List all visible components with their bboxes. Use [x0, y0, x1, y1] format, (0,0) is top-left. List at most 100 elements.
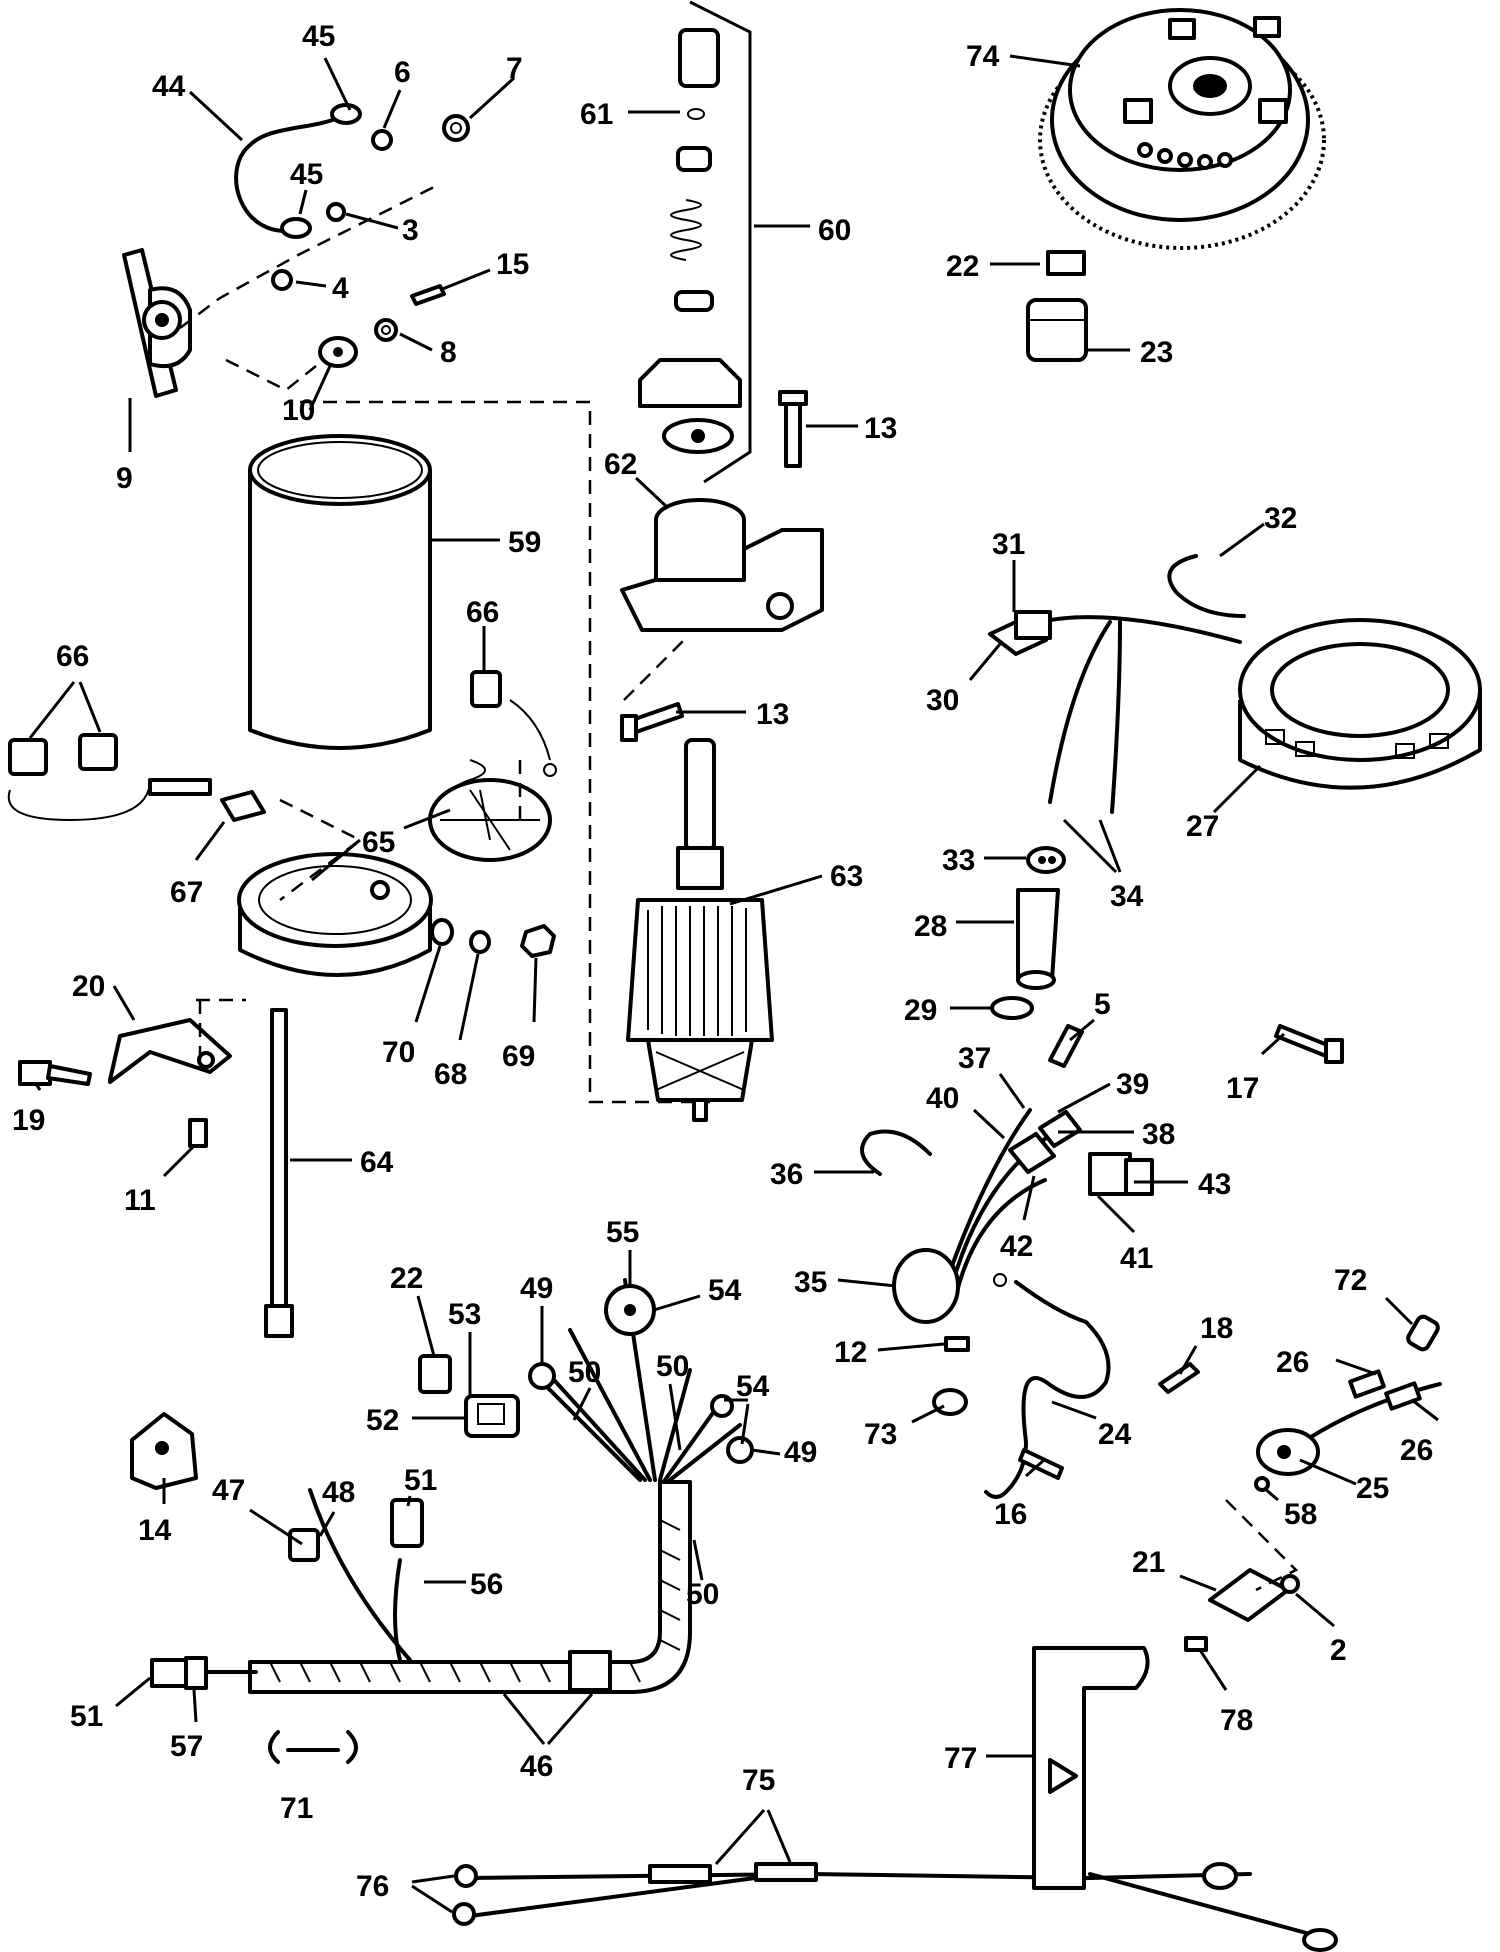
callout-25: 25	[1299, 1458, 1389, 1505]
callout-54: 54	[653, 1274, 742, 1312]
callout-57: 57	[170, 1689, 203, 1763]
callout-51b: 51	[70, 1676, 151, 1733]
label-22b: 22	[390, 1262, 423, 1295]
callout-32: 32	[1219, 502, 1297, 558]
label-54: 54	[708, 1274, 742, 1307]
label-51: 51	[404, 1464, 437, 1497]
callout-12: 12	[834, 1336, 945, 1369]
callout-70: 70	[382, 945, 442, 1069]
bolts-left	[18, 1060, 208, 1148]
callout-46: 46	[502, 1693, 594, 1783]
label-24: 24	[1098, 1418, 1132, 1451]
label-49b: 49	[784, 1436, 817, 1469]
label-26: 26	[1276, 1346, 1309, 1379]
label-63: 63	[830, 860, 863, 893]
callout-26: 26	[1276, 1346, 1377, 1379]
label-61: 61	[580, 98, 613, 131]
callout-14: 14	[138, 1478, 172, 1547]
label-50c: 50	[686, 1578, 719, 1611]
label-18: 18	[1200, 1312, 1233, 1345]
label-75: 75	[742, 1764, 775, 1797]
callout-40: 40	[926, 1082, 1006, 1140]
label-56: 56	[470, 1568, 503, 1601]
label-77: 77	[944, 1742, 977, 1775]
label-78: 78	[1220, 1704, 1253, 1737]
label-11: 11	[124, 1184, 156, 1217]
callout-64: 64	[290, 1146, 394, 1179]
label-39: 39	[1116, 1068, 1149, 1101]
brush-clip	[220, 790, 266, 822]
label-5: 5	[1094, 988, 1111, 1021]
callout-51: 51	[404, 1464, 437, 1507]
end-cap	[237, 852, 433, 977]
callout-69: 69	[502, 957, 538, 1073]
screws-mid	[932, 1336, 1200, 1480]
callout-6: 6	[382, 56, 411, 129]
label-2: 2	[1330, 1634, 1347, 1667]
label-17: 17	[1226, 1072, 1259, 1105]
callout-43: 43	[1134, 1168, 1231, 1201]
callout-56: 56	[424, 1568, 503, 1601]
label-71: 71	[280, 1792, 313, 1825]
callout-8: 8	[399, 332, 457, 369]
stator-harness	[988, 610, 1242, 814]
flywheel	[1038, 8, 1326, 250]
callout-22: 22	[946, 250, 1040, 283]
callout-13: 13	[806, 412, 897, 445]
label-50: 50	[568, 1356, 601, 1389]
label-3: 3	[402, 214, 419, 247]
callout-61: 61	[580, 98, 680, 131]
label-67: 67	[170, 876, 203, 909]
label-28: 28	[914, 910, 947, 943]
label-32: 32	[1264, 502, 1297, 535]
label-34: 34	[1110, 880, 1144, 913]
label-22: 22	[946, 250, 979, 283]
solenoid	[122, 248, 192, 398]
callout-72: 72	[1334, 1264, 1414, 1326]
brush-holder	[428, 778, 552, 862]
label-66: 66	[466, 596, 499, 629]
callout-71: 71	[280, 1792, 313, 1825]
label-31: 31	[992, 528, 1025, 561]
callout-74: 74	[966, 40, 1081, 73]
callout-47: 47	[212, 1474, 303, 1546]
label-70: 70	[382, 1036, 415, 1069]
main-harness	[150, 1278, 754, 1694]
ground-strap	[984, 1273, 1111, 1499]
label-4: 4	[332, 272, 349, 305]
neutral-switch	[1256, 1314, 1442, 1476]
label-55: 55	[606, 1216, 639, 1249]
callout-38: 38	[1058, 1118, 1175, 1151]
callout-9: 9	[116, 398, 133, 495]
callout-55: 55	[606, 1216, 639, 1288]
label-68: 68	[434, 1058, 467, 1091]
callout-50: 50	[568, 1356, 601, 1421]
label-69: 69	[502, 1040, 535, 1073]
label-74: 74	[966, 40, 1000, 73]
label-76: 76	[356, 1870, 389, 1903]
callout-49: 49	[520, 1272, 553, 1362]
label-25: 25	[1356, 1472, 1389, 1505]
callout-26b: 26	[1400, 1398, 1439, 1467]
callout-48: 48	[318, 1476, 355, 1537]
label-38: 38	[1142, 1118, 1175, 1151]
fuse-holder-bottom	[464, 1394, 520, 1438]
label-58: 58	[1284, 1498, 1317, 1531]
callout-36: 36	[770, 1158, 874, 1191]
callout-50b: 50	[656, 1350, 689, 1451]
label-37: 37	[958, 1042, 991, 1075]
callout-24: 24	[1051, 1400, 1132, 1451]
label-40: 40	[926, 1082, 959, 1115]
label-26b: 26	[1400, 1434, 1433, 1467]
callout-50c: 50	[686, 1539, 719, 1611]
callout-49b: 49	[751, 1436, 817, 1469]
callout-23: 23	[1086, 336, 1173, 369]
starter-drive-parts	[638, 28, 742, 454]
label-7: 7	[506, 52, 523, 85]
rectifier-harness	[860, 1108, 1154, 1324]
callout-4: 4	[295, 272, 349, 305]
label-43: 43	[1198, 1168, 1231, 1201]
callout-34: 34	[1062, 818, 1144, 913]
label-6: 6	[394, 56, 411, 89]
